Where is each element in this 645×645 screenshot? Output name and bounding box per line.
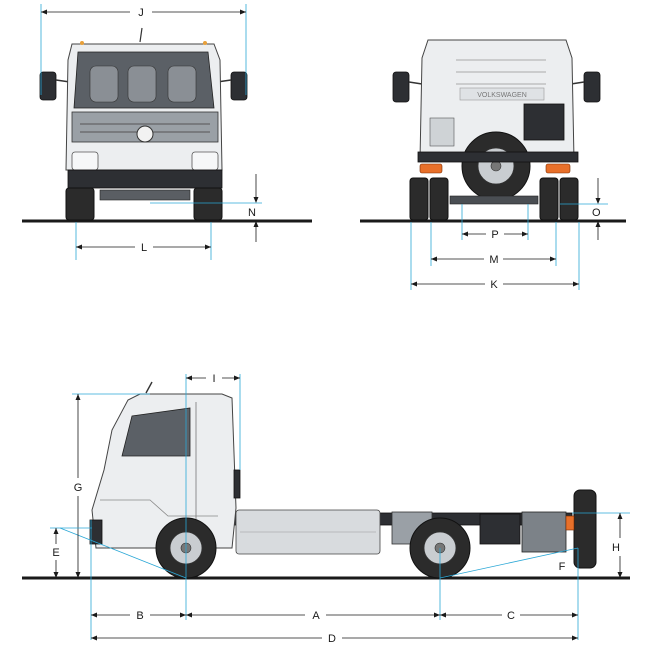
front-left-mirror — [39, 71, 57, 101]
dimension-label-n: N — [248, 207, 256, 219]
right-headlamp — [191, 151, 219, 171]
dimension-label-j: J — [138, 7, 144, 19]
rear-right-outer-tire — [559, 177, 579, 221]
side-view: B A C D G E — [22, 373, 630, 645]
rear-left-outer-tire — [409, 177, 429, 221]
rear-crossmember — [479, 513, 521, 545]
dimension-label-c: C — [507, 610, 515, 622]
roof-marker-lamp — [80, 41, 84, 45]
dimension-label-f: F — [559, 561, 566, 573]
front-right-mirror — [230, 71, 248, 101]
front-left-tire — [65, 187, 95, 221]
side-tail-lamp — [565, 515, 575, 531]
left-headlamp — [71, 151, 99, 171]
dimension-label-h: H — [612, 542, 620, 554]
rear-equipment — [521, 511, 567, 553]
rear-left-mirror — [392, 71, 410, 103]
dimension-label-b: B — [136, 610, 143, 622]
dimension-label-m: M — [489, 254, 498, 266]
right-tail-lamp — [545, 163, 571, 174]
front-view: J L N — [22, 4, 312, 260]
dimension-label-e: E — [52, 547, 59, 559]
front-bumper — [67, 169, 223, 189]
side-spare-tire — [573, 489, 597, 569]
brand-logo-icon — [136, 125, 154, 143]
dimension-label-k: K — [490, 279, 498, 291]
side-mirror — [233, 469, 241, 499]
rear-badge: VOLKSWAGEN — [477, 92, 527, 99]
rear-frame — [417, 151, 579, 163]
dimension-label-o: O — [592, 207, 601, 219]
dimension-label-a: A — [312, 610, 320, 622]
dimension-label-g: G — [74, 482, 83, 494]
dimension-label-p: P — [491, 229, 498, 241]
rear-view: VOLKSWAGEN P M — [360, 39, 626, 291]
side-front-bumper — [89, 519, 103, 545]
dimension-label-d: D — [328, 633, 336, 645]
dimension-label-l: L — [141, 242, 147, 254]
side-window — [121, 407, 191, 457]
left-tail-lamp — [419, 163, 443, 174]
rear-right-mirror — [583, 71, 601, 103]
rear-left-inner-tire — [429, 177, 449, 221]
roof-marker-lamp — [203, 41, 207, 45]
rear-right-inner-tire — [539, 177, 559, 221]
rear-equipment-box — [523, 103, 565, 141]
front-right-tire — [193, 187, 223, 221]
dimension-label-i: I — [212, 373, 215, 385]
